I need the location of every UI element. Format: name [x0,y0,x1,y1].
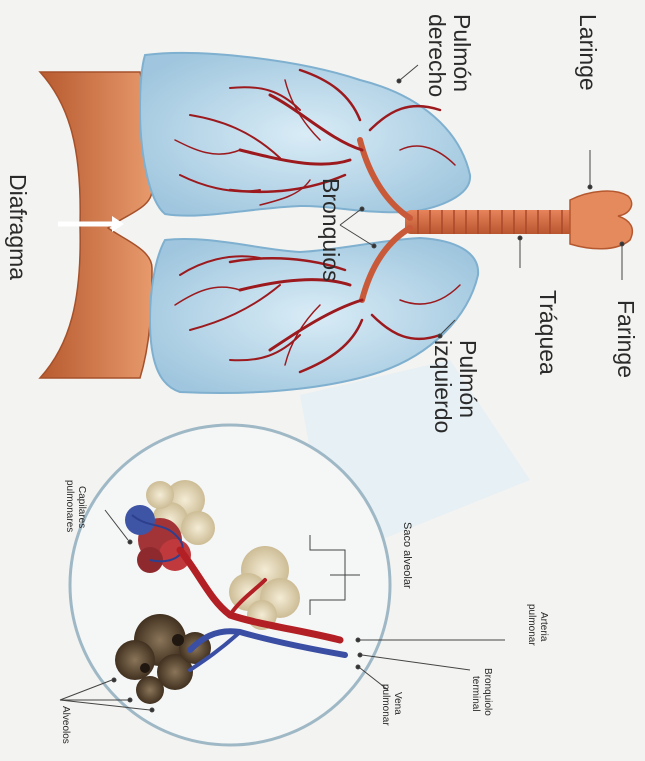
label-pulmon-derecho-line2: derecho [425,14,449,97]
larynx [570,191,632,249]
label-saco-alveolar: Saco alveolar [400,522,412,589]
label-vena-line1: Vena [392,692,403,715]
trachea [405,210,575,234]
label-diafragma: Diafragma [6,174,30,280]
label-pulmon-izquierdo-line1: Pulmón [456,340,480,418]
label-capilares-line1: Capilares [76,486,87,528]
label-arteria-pulmonar-line2: pulmonar [526,604,537,646]
label-laringe: Laringe [576,14,600,91]
label-vena-line2: pulmonar [380,684,391,726]
label-bronquiolo-line2: terminal [470,676,481,712]
label-faringe: Faringe [614,300,638,378]
label-pulmon-derecho-line1: Pulmón [450,14,474,92]
label-capilares-line2: pulmonares [64,480,75,532]
label-bronquiolo-line1: Bronquiolo [482,668,493,716]
label-bronquios: Bronquios [319,178,343,282]
label-pulmon-izquierdo-line2: izquierdo [431,340,455,433]
right-lung [140,53,470,216]
label-alveolos: Alveolos [60,706,71,744]
label-traquea: Tráquea [536,290,560,375]
label-arteria-pulmonar-line1: Arteria [538,612,549,641]
zoom-circle [70,425,390,745]
